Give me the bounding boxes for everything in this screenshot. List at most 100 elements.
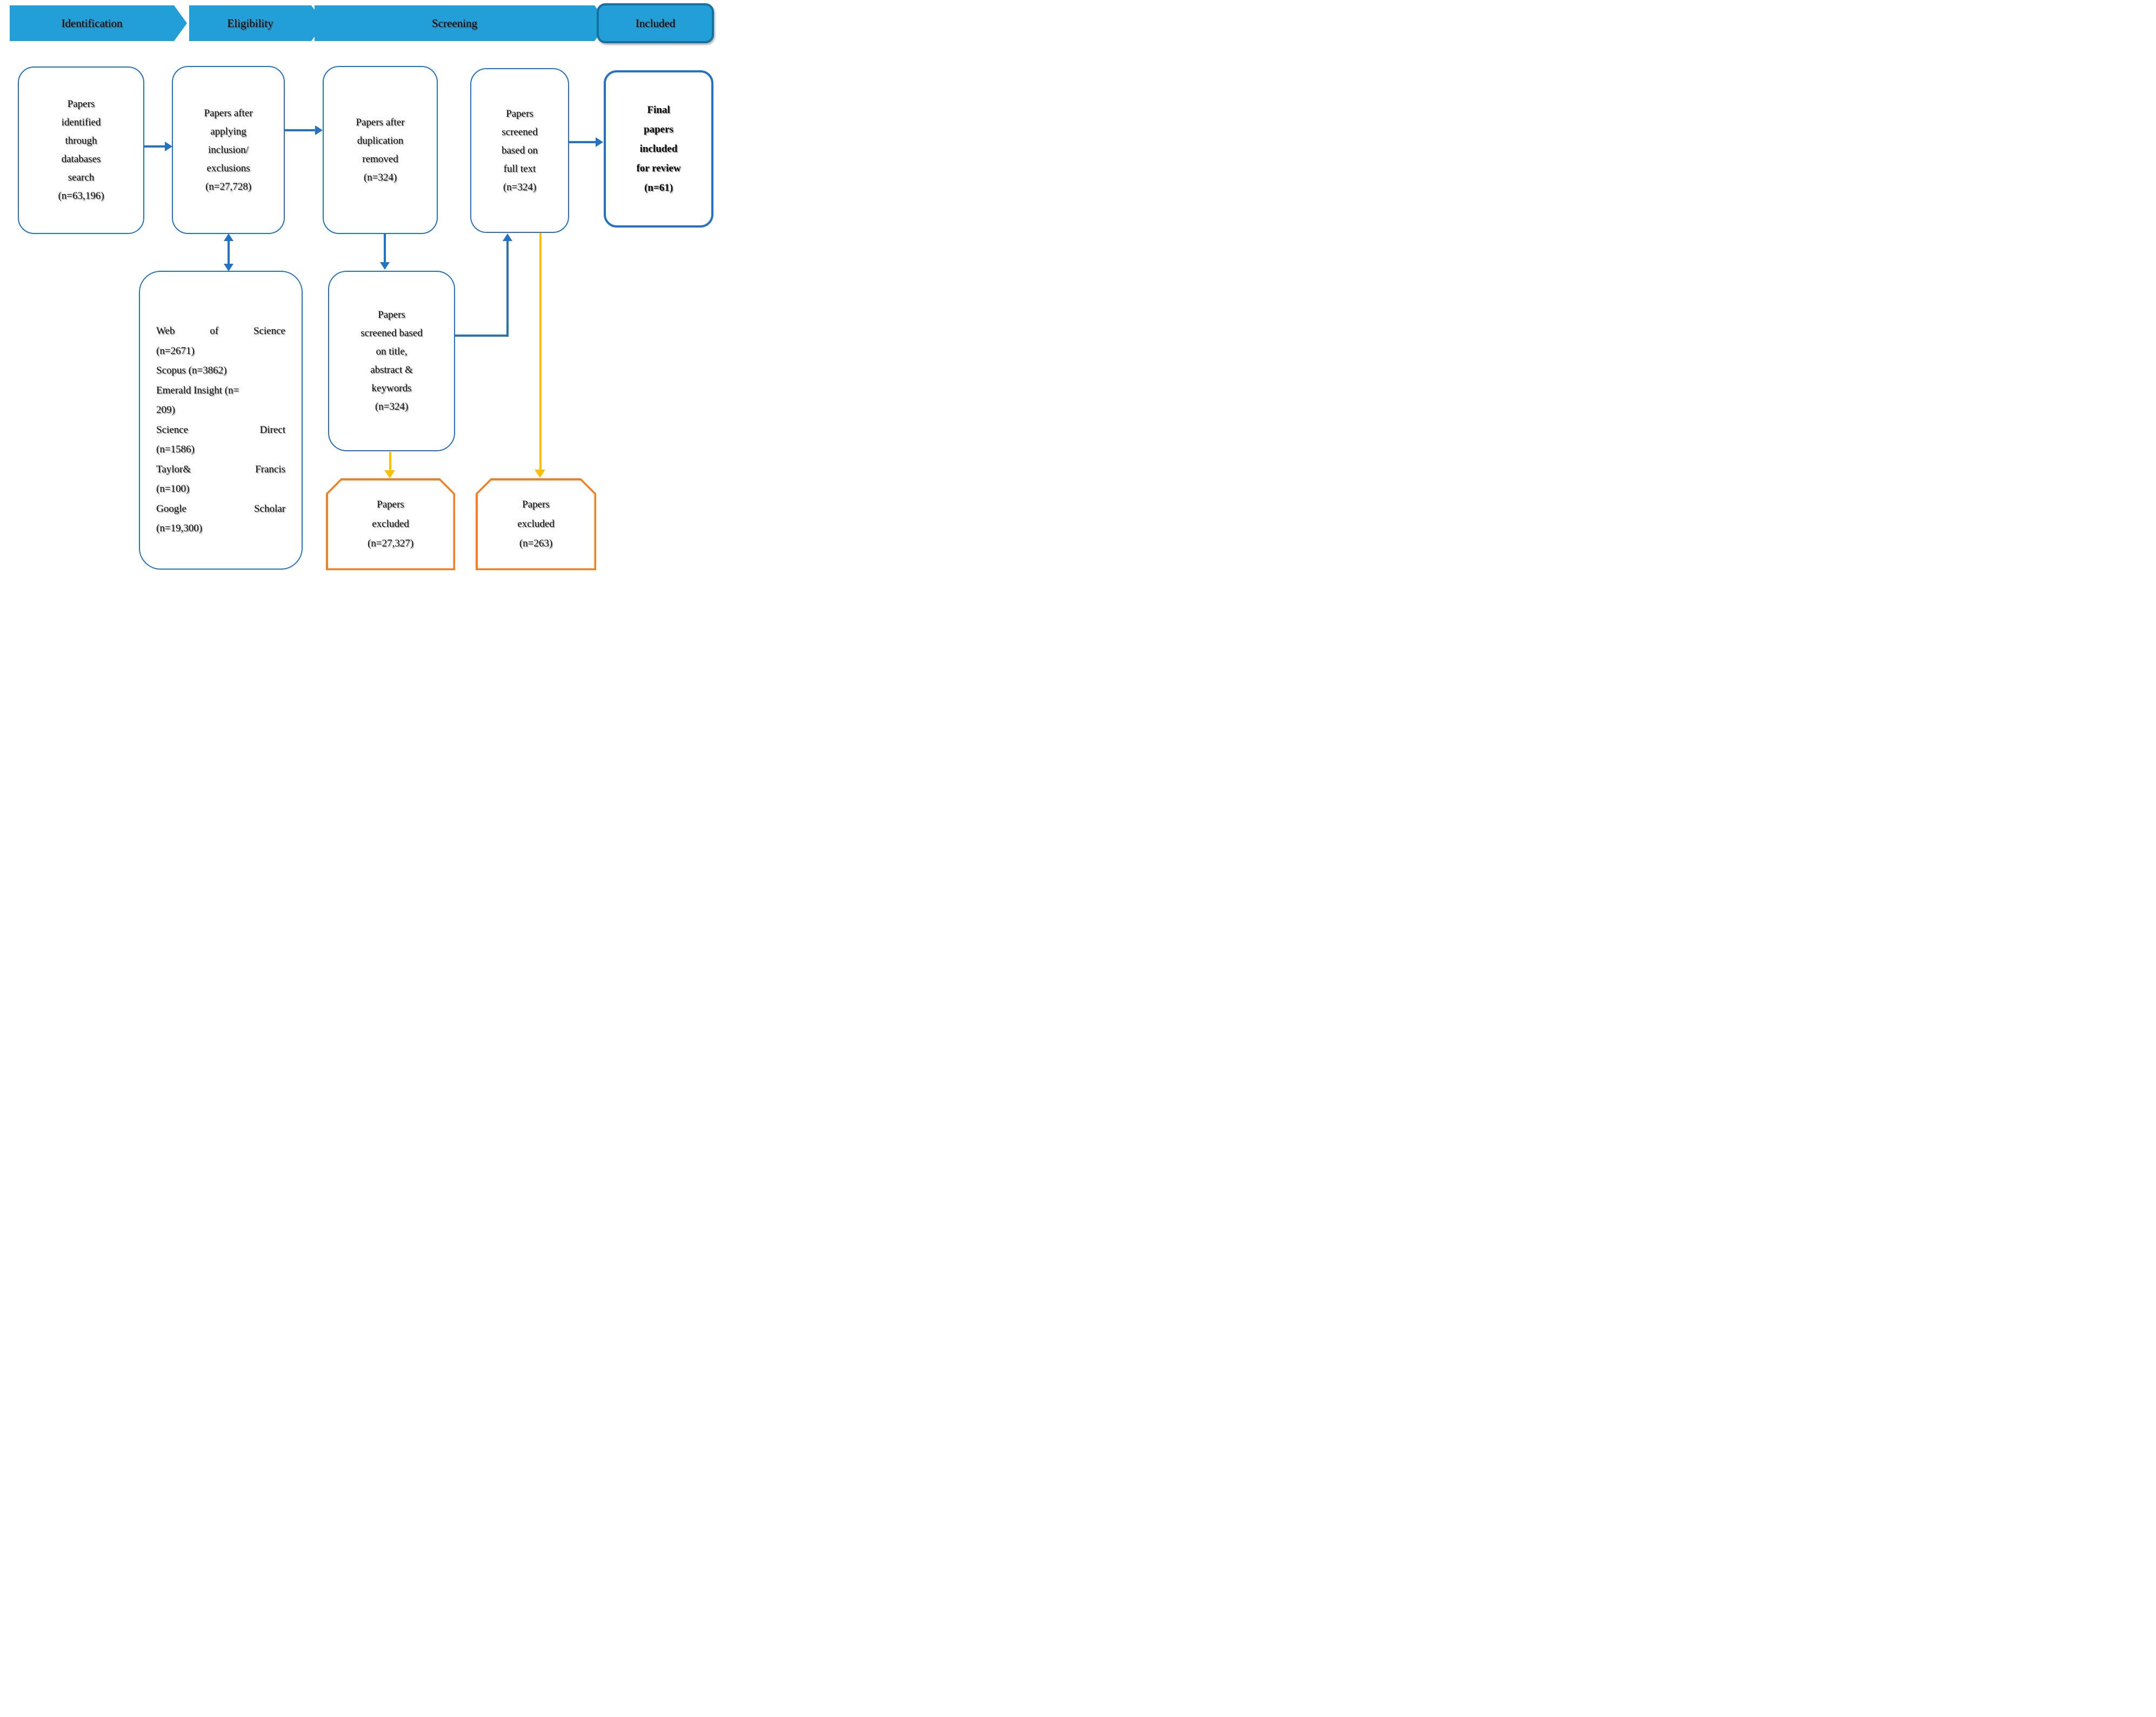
banner-screening-label: Screening (432, 16, 477, 30)
text-line: excluded (517, 518, 555, 530)
box-papers-after-duplication-text: Papers after duplication removed (n=324) (324, 113, 437, 187)
banner-identification: Identification (10, 5, 187, 41)
box-papers-screened-title-text: Papers screened based on title, abstract & k… (329, 306, 454, 416)
text-line: included (639, 143, 678, 155)
arrow-head-up-icon (503, 233, 512, 241)
text-line: duplication (357, 135, 404, 146)
text-line: (n=263) (519, 538, 553, 549)
text-line: Papers (378, 309, 405, 320)
arrow-shaft (569, 141, 597, 143)
text-line: Papers (377, 499, 404, 510)
text-line: (n=27,327) (367, 538, 414, 549)
database-word: Science (253, 325, 285, 337)
arrow-shaft (506, 241, 509, 337)
text-line: (n=61) (644, 182, 673, 193)
box-papers-screened-fulltext: Papers screened based on full text (n=324) (470, 68, 569, 233)
arrow-head-up-icon (224, 233, 233, 241)
database-word: of (210, 325, 219, 337)
banner-eligibility: Eligibility (189, 5, 324, 41)
text-line: on title, (376, 346, 408, 357)
text-line: inclusion/ (208, 144, 249, 156)
text-line: removed (362, 153, 398, 165)
arrow-shaft (455, 335, 509, 337)
text-line: exclusions (206, 162, 250, 174)
text-line: identified (61, 117, 101, 128)
arrow-head-right-icon (165, 142, 172, 151)
text-line: (n=324) (375, 401, 409, 412)
box-final-papers-included: Final papers included for review (n=61) (604, 70, 713, 228)
database-entry-line: Emerald Insight (n= (156, 384, 239, 396)
text-line: keywords (371, 383, 412, 394)
text-line: Papers (67, 98, 95, 110)
text-line: for review (636, 162, 681, 174)
arrow-head-down-icon (384, 470, 395, 478)
text-line: (n=324) (363, 171, 397, 183)
box-papers-excluded-title: Papers excluded (n=27,327) (326, 478, 455, 570)
text-line: Papers after (204, 107, 253, 119)
text-line: Papers (522, 499, 550, 510)
arrow-shaft (384, 234, 386, 263)
box-papers-after-duplication: Papers after duplication removed (n=324) (323, 66, 438, 234)
text-line: Papers (506, 108, 533, 119)
banner-identification-label: Identification (61, 16, 123, 30)
database-word: Direct (259, 424, 285, 436)
text-line: Final (647, 104, 670, 116)
database-entry-line: (n=100) (156, 483, 190, 495)
text-line: full text (503, 163, 536, 175)
database-word: Taylor& (156, 463, 191, 475)
arrow-shaft (144, 145, 166, 148)
arrow-shaft (389, 452, 391, 471)
text-line: (n=27,728) (205, 181, 252, 192)
text-line: based on (501, 144, 538, 156)
text-line: through (65, 135, 97, 146)
box-papers-excluded-fulltext-text: Papers excluded (n=263) (478, 480, 595, 569)
database-entry-line: (n=1586) (156, 444, 195, 455)
text-line: (n=324) (503, 181, 537, 193)
database-word: Scholar (253, 503, 285, 515)
database-word: Francis (255, 463, 285, 475)
banner-included: Included (597, 3, 714, 43)
text-line: excluded (372, 518, 409, 530)
box-final-papers-included-text: Final papers included for review (n=61) (606, 101, 711, 198)
box-papers-excluded-title-text: Papers excluded (n=27,327) (328, 480, 453, 569)
text-line: screened based (361, 328, 423, 339)
text-line: abstract & (370, 364, 413, 376)
database-entry-line: Taylor&Francis (156, 460, 285, 480)
arrow-shaft (228, 240, 230, 264)
arrow-head-down-icon (224, 264, 233, 271)
database-entry-line: (n=2671) (156, 345, 195, 357)
database-word: Google (156, 503, 186, 515)
text-line: Papers after (356, 116, 405, 128)
database-entry-line: Web of Science (156, 322, 285, 342)
text-line: databases (61, 153, 101, 165)
database-entry-line: (n=19,300) (156, 523, 203, 534)
arrow-shaft (285, 129, 316, 131)
box-papers-excluded-fulltext: Papers excluded (n=263) (476, 478, 596, 570)
database-word: Science (156, 424, 189, 436)
database-entry-line: 209) (156, 404, 175, 416)
banner-included-label: Included (635, 16, 676, 30)
banner-screening: Screening (315, 5, 608, 41)
text-line: screened (502, 126, 538, 138)
database-entry-line: Scopus (n=3862) (156, 365, 227, 376)
arrow-head-down-icon (380, 262, 390, 270)
box-papers-screened-fulltext-text: Papers screened based on full text (n=324) (471, 105, 568, 197)
arrow-head-right-icon (315, 125, 323, 135)
box-papers-screened-title: Papers screened based on title, abstract & k… (328, 271, 455, 451)
database-entry-line: Google Scholar (156, 499, 285, 519)
box-papers-after-inclusion: Papers after applying inclusion/exclusions… (172, 66, 285, 234)
database-word: Web (156, 325, 175, 337)
box-papers-after-inclusion-text: Papers after applying inclusion/exclusions… (173, 104, 284, 196)
prisma-flow-diagram: Identification Eligibility Screening Inc… (0, 0, 719, 572)
text-line: applying (210, 125, 246, 137)
banner-eligibility-label: Eligibility (227, 16, 273, 30)
text-line: (n=63,196) (58, 190, 104, 202)
text-line: papers (644, 123, 673, 135)
database-entry-line: Science Direct (156, 420, 285, 440)
arrow-shaft (539, 233, 542, 471)
arrow-head-right-icon (596, 137, 603, 147)
